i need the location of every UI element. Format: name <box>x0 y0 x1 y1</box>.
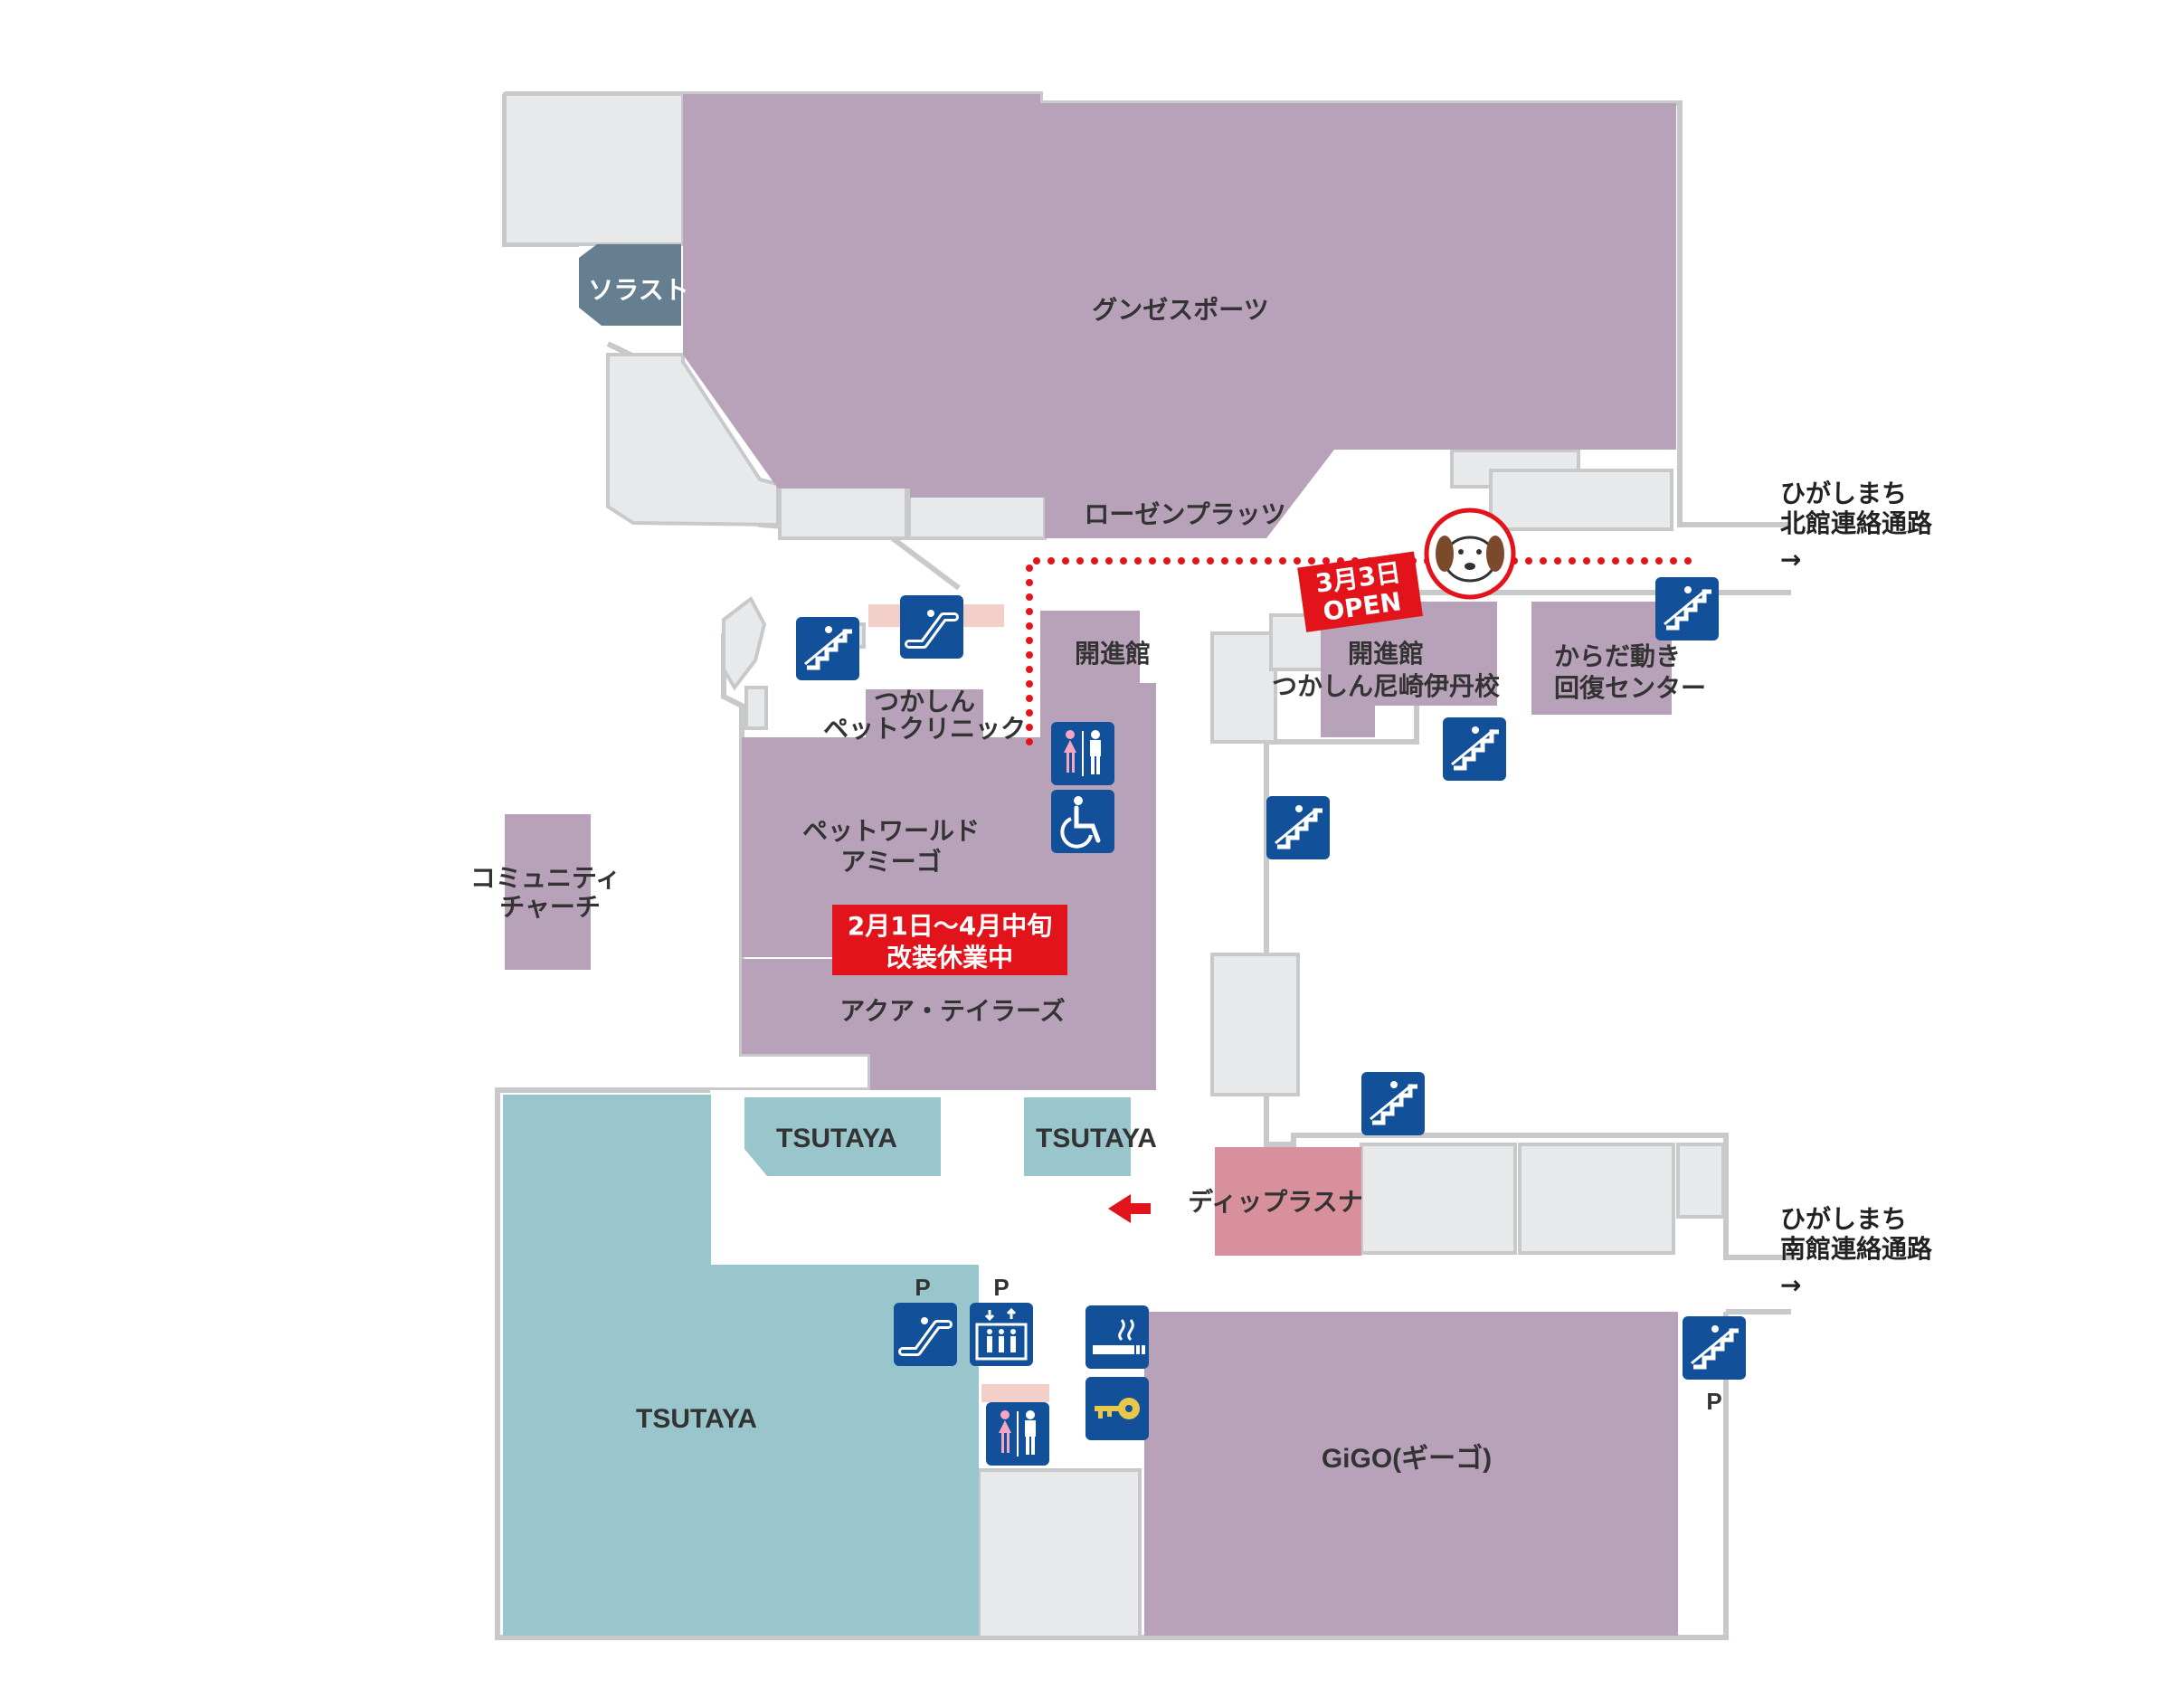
exit-north-line1: ひがしまち <box>1780 479 1907 508</box>
elevator-icon[interactable] <box>968 1301 1035 1368</box>
store-label-community-1: コミュニティ <box>470 863 621 893</box>
exit-north-arrow[interactable]: → <box>1780 545 1801 574</box>
karada-area <box>1531 602 1672 715</box>
store-label-tsutaya-a: TSUTAYA <box>776 1124 897 1153</box>
stairs-icon[interactable] <box>1443 717 1506 781</box>
exit-south-arrow[interactable]: → <box>1780 1270 1801 1300</box>
escalator-icon[interactable] <box>894 1303 957 1366</box>
rosen-area <box>1045 450 1334 538</box>
entrance-arrow-icon <box>1108 1194 1151 1223</box>
renovation-line1: 2月1日～4月中旬 <box>848 911 1052 941</box>
kaishinkan-area <box>1040 611 1140 683</box>
shops <box>503 94 1678 1636</box>
store-label-karada-2: 回復センター <box>1554 673 1706 703</box>
store-label-petclinic-1: つかしん <box>874 687 975 716</box>
store-label-kaishinkan-school-2: つかしん尼崎伊丹校 <box>1272 671 1501 701</box>
store-label-petworld-2: アミーゴ <box>840 847 941 877</box>
community-area <box>505 814 591 970</box>
store-label-kaishinkan: 開進館 <box>1075 639 1151 669</box>
tsutaya-b-area <box>1024 1097 1131 1176</box>
renovation-line2: 改装休業中 <box>886 943 1013 973</box>
dip-area <box>1215 1147 1361 1256</box>
store-label-gunze: グンゼスポーツ <box>1092 295 1268 325</box>
aqua-main-area <box>742 683 1156 1090</box>
store-label-petclinic-2: ペットクリニック <box>823 714 1026 744</box>
exit-north-line2: 北館連絡通路 <box>1780 508 1933 538</box>
stairs-icon[interactable] <box>796 617 859 680</box>
gunze-sports-area <box>683 94 1676 498</box>
store-label-kaishinkan-school-1: 開進館 <box>1348 639 1424 669</box>
parking-label: P <box>915 1274 930 1301</box>
store-label-aqua: アクア・テイラーズ <box>839 996 1065 1026</box>
store-label-petworld-1: ペットワールド <box>802 816 980 846</box>
stairs-icon[interactable] <box>1266 796 1330 859</box>
restroom-icon[interactable] <box>1051 722 1114 785</box>
smoking-area-icon[interactable] <box>1084 1304 1151 1371</box>
store-label-tsutaya-main: TSUTAYA <box>636 1404 757 1434</box>
exit-south-line2: 南館連絡通路 <box>1780 1234 1933 1264</box>
petworld-area <box>742 737 1040 957</box>
tsutaya-a-area <box>744 1097 941 1176</box>
parking-label: P <box>993 1274 1009 1301</box>
gigo-area <box>1144 1312 1678 1636</box>
store-label-solast: ソラスト <box>588 275 688 305</box>
store-label-dip: ディップラスナ <box>1188 1187 1362 1217</box>
escalator-icon[interactable] <box>900 595 963 659</box>
stairs-icon[interactable] <box>1655 577 1719 640</box>
exit-south-line1: ひがしまち <box>1780 1204 1907 1234</box>
stairs-icon[interactable] <box>1361 1072 1425 1135</box>
open-sign: 3月3日 OPEN <box>1297 551 1423 632</box>
stairs-icon[interactable] <box>1683 1316 1746 1380</box>
tsutaya-main-area <box>503 1095 711 1636</box>
restroom-icon[interactable] <box>986 1402 1049 1466</box>
store-label-community-2: チャーチ <box>499 892 601 922</box>
accessible-restroom-icon[interactable] <box>1051 790 1114 853</box>
dog-mascot-icon <box>1424 508 1516 600</box>
store-label-tsutaya-b: TSUTAYA <box>1036 1124 1157 1153</box>
store-label-rosen: ローゼンプラッツ <box>1084 499 1285 529</box>
store-label-karada-1: からだ動き <box>1554 641 1681 671</box>
solast-area <box>579 244 681 326</box>
store-label-gigo: GiGO(ギーゴ) <box>1322 1443 1492 1474</box>
coin-locker-icon[interactable] <box>1086 1377 1149 1440</box>
pink-bar-bottom <box>981 1384 1049 1402</box>
parking-label: P <box>1706 1388 1721 1415</box>
renovation-banner: 2月1日～4月中旬 改装休業中 <box>832 905 1067 975</box>
